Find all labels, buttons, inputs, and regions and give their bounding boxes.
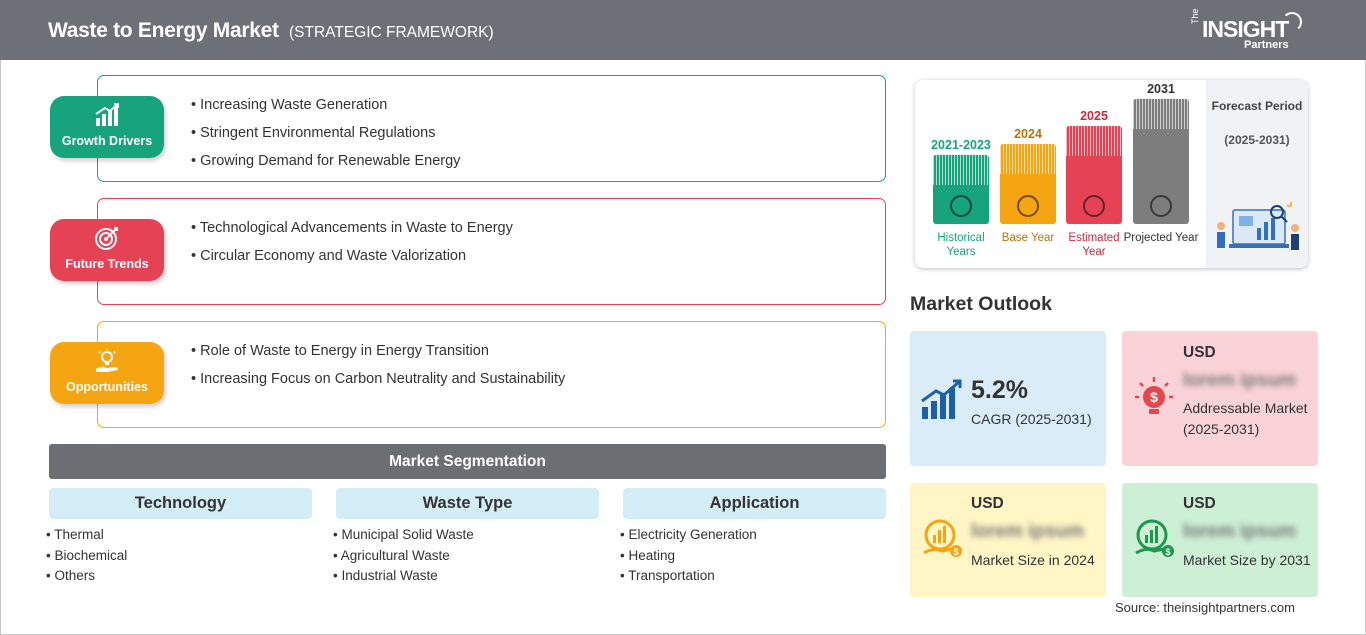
timeline-caption: Historical Years (937, 232, 985, 258)
segment-list: Thermal Biochemical Others (46, 526, 312, 588)
growth-drivers-box: Increasing Waste Generation Stringent En… (97, 75, 886, 182)
bar-growth-icon (95, 103, 119, 126)
money-chart-icon: $ (923, 519, 962, 557)
size-2024-label: Market Size in 2024 (971, 552, 1095, 568)
bar-stripes (1133, 99, 1189, 129)
timeline-caption: Base Year (1001, 232, 1055, 244)
market-size-2024-card: $ USD lorem ipsum Market Size in 2024 (910, 483, 1106, 597)
list-item: Heating (620, 547, 886, 568)
cagr-card: 5.2% CAGR (2025-2031) (910, 331, 1106, 466)
list-item: Stringent Environmental Regulations (191, 124, 460, 152)
bar-stripes (1066, 126, 1122, 156)
segment-technology: Technology Thermal Biochemical Others (49, 488, 312, 588)
timeline-bar (1000, 144, 1056, 224)
dollar-bulb-icon: $ (1135, 377, 1173, 414)
history-icon (950, 195, 972, 217)
list-item: Role of Waste to Energy in Energy Transi… (191, 342, 565, 370)
size-2024-value: lorem ipsum (971, 521, 1084, 542)
segment-application: Application Electricity Generation Heati… (623, 488, 886, 588)
growth-drivers-list: Increasing Waste Generation Stringent En… (191, 96, 460, 180)
list-item: Circular Economy and Waste Valorization (191, 247, 513, 275)
cagr-label: CAGR (2025-2031) (971, 411, 1092, 427)
logo-the-text: The (1190, 8, 1200, 24)
list-item: Thermal (46, 526, 312, 547)
growth-chart-icon (921, 379, 962, 419)
opportunities-list: Role of Waste to Energy in Energy Transi… (191, 342, 565, 398)
opportunities-badge: Opportunities (50, 342, 164, 404)
bar-stripes (933, 155, 989, 185)
list-item: Technological Advancements in Waste to E… (191, 219, 513, 247)
list-item: Transportation (620, 567, 886, 588)
gear-chart-icon (1083, 195, 1105, 217)
opportunities-box: Role of Waste to Energy in Energy Transi… (97, 321, 886, 428)
segment-heading: Waste Type (336, 488, 599, 519)
timeline-bar (1133, 99, 1189, 224)
future-trends-badge: Future Trends (50, 219, 164, 281)
list-item: Others (46, 567, 312, 588)
cagr-value: 5.2% (971, 376, 1028, 404)
timeline-year: 2031 (1147, 82, 1175, 96)
logo-partners-text: Partners (1244, 39, 1289, 51)
lightbulb-hand-icon (96, 349, 118, 372)
size-2031-label: Market Size by 2031 (1183, 552, 1311, 568)
timeline-bar (933, 155, 989, 224)
header: Waste to Energy Market (STRATEGIC FRAMEW… (0, 0, 1366, 60)
addressable-label: Addressable Market (2025-2031) (1183, 400, 1308, 437)
list-item: Biochemical (46, 547, 312, 568)
timeline-caption: Projected Year (1123, 232, 1199, 244)
addressable-market-card: $ USD lorem ipsum Addressable Market (20… (1122, 331, 1318, 466)
svg-text:$: $ (1165, 547, 1170, 557)
logo-insight-text: INSIGHT (1202, 16, 1289, 42)
segment-heading: Application (623, 488, 886, 519)
page-subtitle: (STRATEGIC FRAMEWORK) (289, 24, 494, 41)
money-chart-icon: $ (1135, 519, 1174, 557)
presentation-icon (1150, 195, 1172, 217)
insight-partners-logo[interactable]: The INSIGHT Partners (1190, 8, 1310, 54)
target-icon (95, 227, 118, 250)
addressable-value: lorem ipsum (1183, 370, 1296, 391)
segment-waste-type: Waste Type Municipal Solid Waste Agricul… (336, 488, 599, 588)
calendar-icon (1017, 195, 1039, 217)
future-trends-box: Technological Advancements in Waste to E… (97, 198, 886, 305)
timeline-bar (1066, 126, 1122, 224)
market-segmentation-header: Market Segmentation (49, 444, 886, 479)
page-title: Waste to Energy Market (48, 19, 279, 42)
timeline-year: 2021-2023 (931, 138, 991, 152)
size-2024-currency: USD (971, 495, 1004, 512)
analytics-illustration-icon (1217, 202, 1299, 250)
market-size-2031-card: $ USD lorem ipsum Market Size by 2031 (1122, 483, 1318, 597)
list-item: Municipal Solid Waste (333, 526, 599, 547)
future-trends-list: Technological Advancements in Waste to E… (191, 219, 513, 275)
source-text: Source: theinsightpartners.com (1115, 600, 1295, 615)
opportunities-label: Opportunities (66, 380, 148, 394)
segment-list: Municipal Solid Waste Agricultural Waste… (333, 526, 599, 588)
list-item: Growing Demand for Renewable Energy (191, 152, 460, 180)
svg-text:$: $ (953, 547, 958, 557)
segment-list: Electricity Generation Heating Transport… (620, 526, 886, 588)
forecast-period: (2025-2031) (1224, 133, 1290, 147)
forecast-label: Forecast Period (1211, 99, 1303, 113)
timeline-year: 2024 (1014, 127, 1042, 141)
list-item: Increasing Focus on Carbon Neutrality an… (191, 370, 565, 398)
size-2031-currency: USD (1183, 495, 1216, 512)
logo-arc-icon (1282, 12, 1302, 32)
size-2031-value: lorem ipsum (1183, 521, 1296, 542)
list-item: Agricultural Waste (333, 547, 599, 568)
timeline-year: 2025 (1080, 109, 1108, 123)
list-item: Electricity Generation (620, 526, 886, 547)
future-trends-label: Future Trends (65, 257, 149, 271)
growth-drivers-label: Growth Drivers (61, 134, 153, 148)
bar-stripes (1000, 144, 1056, 174)
list-item: Industrial Waste (333, 567, 599, 588)
segment-heading: Technology (49, 488, 312, 519)
list-item: Increasing Waste Generation (191, 96, 460, 124)
market-outlook-title: Market Outlook (910, 293, 1052, 315)
timeline-caption: Estimated Year (1068, 232, 1120, 258)
addressable-currency: USD (1183, 344, 1216, 361)
growth-drivers-badge: Growth Drivers (50, 96, 164, 158)
svg-text:$: $ (1150, 389, 1158, 405)
